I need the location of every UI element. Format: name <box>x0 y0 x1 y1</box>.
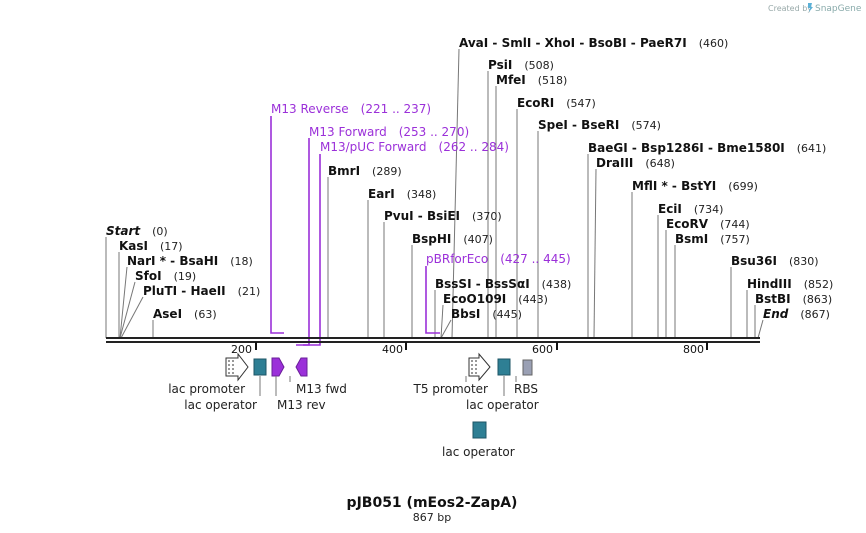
site-label: AseI(63) <box>153 307 217 321</box>
plasmid-length: 867 bp <box>413 511 451 524</box>
site-label: PluTI - HaeII(21) <box>143 284 260 298</box>
lac-promoter-arrow-icon <box>225 352 249 382</box>
sequence-backbone <box>106 337 760 343</box>
site-label: BssSI - BssSαI(438) <box>435 277 571 291</box>
primer-label: pBRforEco(427 .. 445) <box>426 252 571 266</box>
primer-label: M13/pUC Forward(262 .. 284) <box>320 140 509 154</box>
lac-operator-box <box>472 421 487 439</box>
primer-labels: M13 Reverse(221 .. 237) M13 Forward(253 … <box>271 102 571 266</box>
snapgene-brand: SnapGene <box>815 4 862 14</box>
primer-pbrforeco-bracket <box>425 266 440 334</box>
feature-label: lac promoter <box>168 382 245 396</box>
site-label: HindIII(852) <box>747 277 833 291</box>
site-label: End(867) <box>763 307 830 321</box>
tick-label: 400 <box>382 343 403 356</box>
rbs-box <box>522 359 533 376</box>
site-label: MfeI(518) <box>496 73 567 87</box>
site-label: BstBI(863) <box>755 292 832 306</box>
site-label: BmrI(289) <box>328 164 402 178</box>
feature-label: lac operator <box>466 398 539 412</box>
ruler-ticks: 200 400 600 800 <box>231 342 708 356</box>
site-label: SfoI(19) <box>135 269 196 283</box>
feature-label: lac operator <box>442 445 515 459</box>
site-label: BspHI(407) <box>412 232 493 246</box>
created-by-credit: Created by <box>768 4 812 13</box>
tick-label: 200 <box>231 343 252 356</box>
feature-label: M13 fwd <box>296 382 347 396</box>
primer-m13-forward-bracket <box>296 138 310 346</box>
site-label: MflI * - BstYI(699) <box>632 179 758 193</box>
site-label: KasI(17) <box>119 239 183 253</box>
restriction-sites: AvaI - SmlI - XhoI - BsoBI - PaeR7I(460)… <box>106 36 833 321</box>
tick-label: 800 <box>683 343 704 356</box>
feature-label: T5 promoter <box>413 382 489 396</box>
primer-label: M13 Reverse(221 .. 237) <box>271 102 431 116</box>
lac-operator-box <box>253 358 267 376</box>
feature-label: RBS <box>514 382 538 396</box>
m13-fwd-primer-arrow-icon <box>295 357 308 377</box>
site-label: DraIII(648) <box>596 156 675 170</box>
feature-label: M13 rev <box>277 398 326 412</box>
site-label: EcoRI(547) <box>517 96 596 110</box>
plasmid-title: pJB051 (mEos2-ZapA) <box>347 495 518 511</box>
primer-brackets <box>270 116 440 346</box>
primer-m13-puc-forward-bracket <box>303 154 321 346</box>
site-label: SpeI - BseRI(574) <box>538 118 661 132</box>
site-label: BsmI(757) <box>675 232 750 246</box>
site-label: AvaI - SmlI - XhoI - BsoBI - PaeR7I(460) <box>459 36 728 50</box>
site-label: EcoO109I(443) <box>443 292 548 306</box>
site-label: BaeGI - Bsp1286I - Bme1580I(641) <box>588 141 826 155</box>
site-label: EciI(734) <box>658 202 723 216</box>
site-label: NarI * - BsaHI(18) <box>127 254 253 268</box>
site-label: EarI(348) <box>368 187 436 201</box>
site-label: Start(0) <box>106 224 168 238</box>
primer-m13-reverse-bracket <box>270 116 284 334</box>
site-label: PvuI - BsiEI(370) <box>384 209 502 223</box>
site-label: Bsu36I(830) <box>731 254 819 268</box>
tick-label: 600 <box>532 343 553 356</box>
snapgene-logo-icon <box>808 3 813 12</box>
lac-operator-box <box>497 358 511 376</box>
site-label: PsiI(508) <box>488 58 554 72</box>
t5-promoter-arrow-icon <box>468 352 491 382</box>
m13-rev-primer-arrow-icon <box>271 357 285 377</box>
features: lac promoter lac operator M13 rev M13 fw… <box>168 352 539 459</box>
feature-label: lac operator <box>184 398 257 412</box>
site-leader-lines <box>105 48 764 339</box>
site-label: BbsI(445) <box>451 307 522 321</box>
site-label: EcoRV(744) <box>666 217 750 231</box>
primer-label: M13 Forward(253 .. 270) <box>309 125 469 139</box>
